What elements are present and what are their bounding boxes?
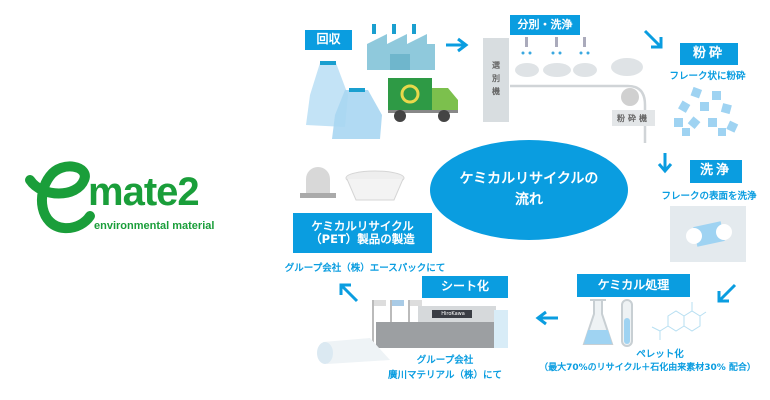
flakes-icon — [674, 86, 739, 136]
factory-building-icon — [372, 300, 508, 348]
pet-basket-tray-icon — [345, 170, 405, 201]
arrow-down-right-icon — [643, 29, 663, 49]
center-title-line2: 流れ — [515, 192, 543, 208]
arrow-left-icon — [535, 310, 558, 326]
step-chemical-desc1: ペレット化 — [636, 349, 684, 360]
washing-sprinklers-icon — [515, 37, 643, 77]
crusher-machine-label: 粉砕機 — [612, 110, 655, 126]
step-product-label-line2: （PET）製品の製造 — [310, 232, 415, 246]
logo-e-glyph — [25, 161, 95, 234]
lab-flask-icon — [582, 299, 633, 347]
center-title-ellipse: ケミカルリサイクルの 流れ — [430, 140, 628, 240]
arrow-right-icon — [446, 37, 469, 53]
sorting-machine-label: 選別機 — [491, 60, 501, 100]
step-sort-wash-label: 分別・洗浄 — [510, 15, 580, 35]
recycling-truck-icon — [388, 78, 458, 122]
step-wash-label: 洗浄 — [690, 160, 742, 183]
logo-mate2: mate2 — [88, 170, 200, 214]
plastic-sheet-roll-icon — [317, 338, 390, 364]
factory-icon — [367, 24, 435, 70]
arrow-down-left-icon — [717, 283, 737, 303]
step-chemical-label: ケミカル処理 — [577, 274, 690, 297]
step-sheet-desc1: グループ会社 — [416, 355, 474, 366]
step-sheet-desc2: 廣川マテリアル（株）にて — [388, 370, 502, 381]
arrow-up-left-icon — [339, 283, 359, 303]
step-chemical-desc2: （最大70%のリサイクル＋石化由来素材30% 配合） — [539, 363, 756, 373]
pet-dome-lid-icon — [300, 167, 336, 198]
building-sign: HiroKawa — [441, 311, 465, 317]
molecule-structure-icon — [651, 302, 707, 340]
emate2-logo: emate2 mate2 environmental material — [22, 158, 247, 238]
step-crush-desc: フレーク状に粉砕 — [669, 71, 746, 82]
conveyor-line — [510, 84, 647, 143]
logo-tagline: environmental material — [94, 220, 215, 232]
step-wash-desc: フレークの表面を洗浄 — [661, 191, 757, 202]
step-sheet-label: シート化 — [422, 276, 508, 298]
step-product-label-line1: ケミカルリサイクル — [311, 218, 414, 233]
step-product-label: ケミカルリサイクル （PET）製品の製造 — [293, 213, 432, 253]
step-product-desc: グループ会社（株）エースパックにて — [284, 263, 446, 274]
flake-washing-icon — [670, 206, 746, 262]
sorting-machine: 選別機 — [483, 38, 509, 122]
center-title-line1: ケミカルリサイクルの — [459, 171, 599, 187]
garbage-bags-icon — [306, 61, 382, 139]
step-crush-label: 粉砕 — [680, 43, 738, 65]
arrow-down-icon — [657, 153, 673, 174]
step-collect-label: 回収 — [305, 30, 352, 50]
